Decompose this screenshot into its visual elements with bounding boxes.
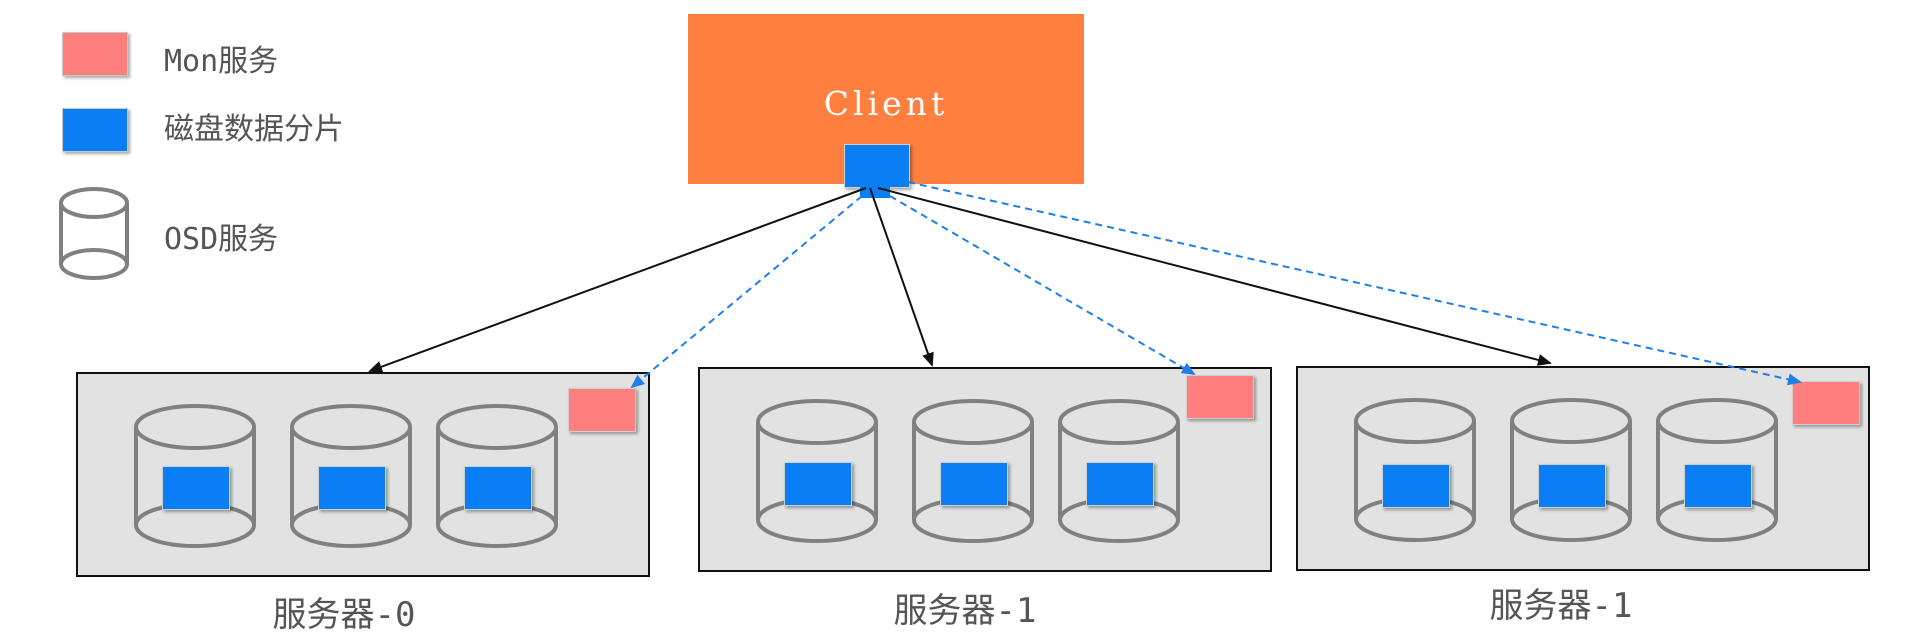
client-label: Client (823, 84, 949, 123)
osd-data-chunk (1684, 464, 1752, 508)
legend-chunk-label: 磁盘数据分片 (164, 112, 344, 147)
solid-arrow-server-2 (877, 187, 1552, 366)
solid-arrow-server-1 (869, 187, 934, 367)
osd-data-chunk (784, 462, 852, 506)
osd-data-chunk (1086, 462, 1154, 506)
server-2-mon (1792, 381, 1860, 425)
server-0-mon (568, 388, 636, 432)
osd-data-chunk (940, 462, 1008, 506)
solid-arrow-server-0 (368, 187, 867, 373)
legend-mon-swatch (62, 32, 128, 76)
osd-data-chunk (318, 466, 386, 510)
legend-osd-label: OSD服务 (164, 222, 279, 257)
osd-cylinder (1354, 398, 1476, 542)
server-1-mon (1186, 375, 1254, 419)
legend-mon-label: Mon服务 (164, 44, 279, 79)
legend-chunk-swatch (62, 108, 128, 152)
dashed-arrow-mon-1 (889, 195, 1196, 376)
server-2-osds (1354, 398, 1778, 542)
osd-data-chunk (1538, 464, 1606, 508)
dashed-arrow-mon-0 (630, 195, 863, 389)
server-2-label: 服务器-1 (1489, 586, 1633, 626)
dashed-arrow-mon-2 (907, 181, 1802, 386)
client-data-chunk (844, 144, 910, 188)
osd-data-chunk (1382, 464, 1450, 508)
osd-data-chunk (162, 466, 230, 510)
server-0-label: 服务器-0 (272, 595, 416, 635)
client-data-chunk-tab (860, 184, 890, 198)
osd-data-chunk (464, 466, 532, 510)
osd-cylinder (436, 404, 558, 548)
server-1-label: 服务器-1 (893, 591, 1037, 631)
